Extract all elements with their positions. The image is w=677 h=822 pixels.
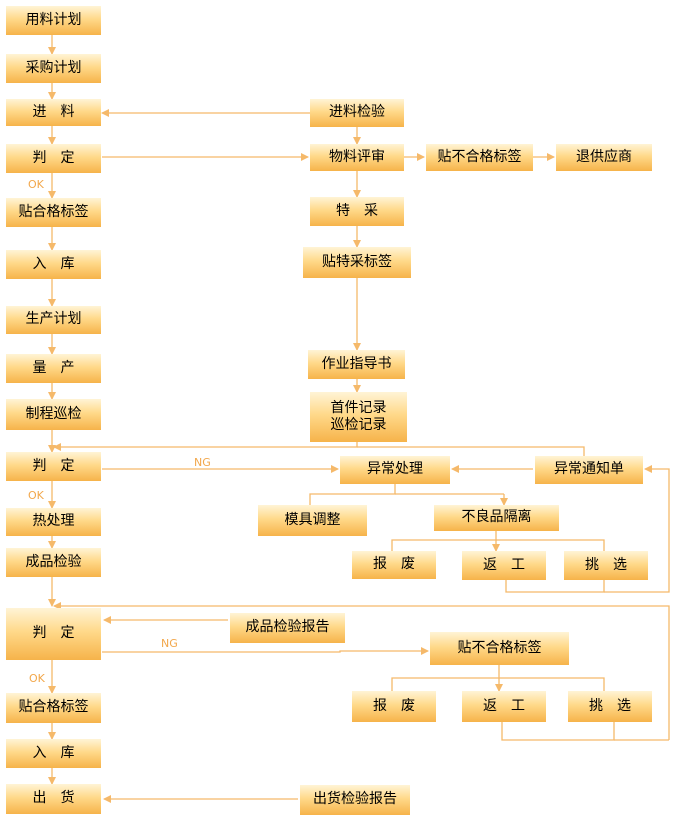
node-purchase-plan: 采购计划: [6, 54, 101, 83]
node-label: 退供应商: [576, 148, 632, 165]
node-abnormal-notice: 异常通知单: [535, 456, 643, 484]
line-abnormal-split: [310, 484, 395, 505]
line-ngtag2-split: [392, 665, 499, 691]
node-heat-treatment: 热处理: [6, 508, 101, 536]
node-special-tag: 贴特采标签: [303, 247, 411, 278]
node-label: 异常通知单: [554, 461, 624, 478]
line-rework-pick-loop-2: [502, 722, 614, 740]
node-label: 制程巡检: [25, 405, 82, 422]
node-pick-2: 挑 选: [568, 691, 652, 722]
node-label: 挑 选: [585, 556, 627, 573]
node-label: 模具调整: [284, 511, 341, 528]
node-fail-tag-2: 贴不合格标签: [430, 632, 569, 665]
node-label: 出货检验报告: [313, 791, 397, 808]
line-rework-pick-loop: [506, 580, 604, 592]
node-label: 特 采: [336, 202, 378, 219]
node-records: 首件记录 巡检记录: [310, 392, 407, 442]
node-rework-2: 返 工: [462, 691, 546, 722]
node-patrol-inspection: 制程巡检: [6, 399, 101, 430]
node-label: 作业指导书: [321, 355, 392, 372]
node-fail-tag-1: 贴不合格标签: [426, 144, 533, 171]
arrow-records-to-patrol-feedback: [53, 442, 357, 451]
node-mass-production: 量 产: [6, 354, 101, 383]
node-label: 不良品隔离: [461, 509, 532, 526]
node-label: 进料检验: [329, 104, 385, 121]
arrow-judge3-to-ngtag2: [102, 647, 429, 655]
node-work-instruction: 作业指导书: [308, 350, 405, 379]
node-judge-2: 判 定: [6, 452, 101, 481]
node-material-plan: 用料计划: [6, 6, 101, 35]
node-label: 成品检验报告: [245, 619, 330, 636]
node-label: 生产计划: [25, 311, 82, 328]
node-label: 入 库: [32, 744, 75, 761]
node-final-inspection: 成品检验: [6, 548, 101, 577]
node-label: 量 产: [32, 359, 75, 376]
node-label: 挑 选: [589, 697, 631, 714]
node-label: 贴合格标签: [18, 203, 89, 220]
node-label: 物料评审: [329, 148, 385, 165]
node-final-report: 成品检验报告: [230, 613, 345, 643]
node-pick-1: 挑 选: [564, 551, 648, 580]
node-label: 判 定: [32, 625, 75, 642]
node-scrap-1: 报 废: [352, 551, 436, 579]
node-storage-1: 入 库: [6, 250, 101, 279]
node-production-plan: 生产计划: [6, 306, 101, 334]
line-notice-to-patrol-feedback: [357, 447, 584, 456]
node-defect-isolation: 不良品隔离: [434, 505, 559, 531]
node-label: 贴不合格标签: [437, 148, 522, 165]
ok-label-1: OK: [28, 178, 44, 191]
node-label: 出 货: [32, 790, 75, 807]
node-label: 贴特采标签: [322, 253, 392, 270]
node-judge-1: 判 定: [6, 144, 101, 173]
node-incoming-inspection: 进料检验: [310, 99, 404, 127]
node-judge-3: 判 定: [6, 608, 101, 660]
node-label: 报 废: [373, 556, 415, 573]
node-label: 返 工: [483, 697, 525, 714]
patrol-record: 巡检记录: [330, 417, 387, 433]
node-label: 用料计划: [25, 11, 82, 28]
node-label: 报 废: [373, 697, 415, 714]
node-label: 判 定: [32, 149, 75, 166]
ng-label-2: NG: [161, 637, 178, 650]
line-ngtag2-to-pick: [499, 678, 604, 691]
node-rework-1: 返 工: [462, 551, 546, 580]
node-label: 判 定: [32, 457, 75, 474]
node-storage-2: 入 库: [6, 739, 101, 768]
first-article-record: 首件记录: [330, 399, 387, 416]
line-isolate-to-pick: [496, 540, 604, 551]
ng-label-1: NG: [194, 456, 211, 469]
node-label: 采购计划: [25, 59, 82, 76]
node-pass-tag-1: 贴合格标签: [6, 198, 101, 227]
node-incoming: 进 料: [6, 99, 101, 126]
node-scrap-2: 报 废: [352, 691, 436, 722]
node-label: 返 工: [483, 556, 525, 573]
node-mold-adjust: 模具调整: [258, 505, 367, 536]
arrow-loop-to-notice: [604, 465, 669, 592]
line-isolate-split: [392, 531, 496, 551]
node-abnormal-handling: 异常处理: [340, 456, 450, 484]
node-return-supplier: 退供应商: [556, 144, 652, 171]
ok-label-3: OK: [29, 672, 45, 685]
node-label: 热处理: [32, 513, 75, 530]
node-special-acceptance: 特 采: [310, 197, 404, 226]
node-label: 进 料: [32, 103, 75, 120]
arrow-final-feedback: [53, 602, 669, 740]
node-pass-tag-2: 贴合格标签: [6, 693, 101, 723]
node-label: 贴合格标签: [18, 699, 89, 716]
node-ship-report: 出货检验报告: [300, 785, 410, 815]
node-label: 成品检验: [25, 553, 82, 570]
node-label: 贴不合格标签: [457, 639, 542, 656]
ok-label-2: OK: [28, 489, 44, 502]
node-material-review: 物料评审: [310, 144, 404, 171]
node-label: 入 库: [32, 255, 75, 272]
node-shipment: 出 货: [6, 784, 101, 814]
node-label: 异常处理: [367, 461, 423, 478]
